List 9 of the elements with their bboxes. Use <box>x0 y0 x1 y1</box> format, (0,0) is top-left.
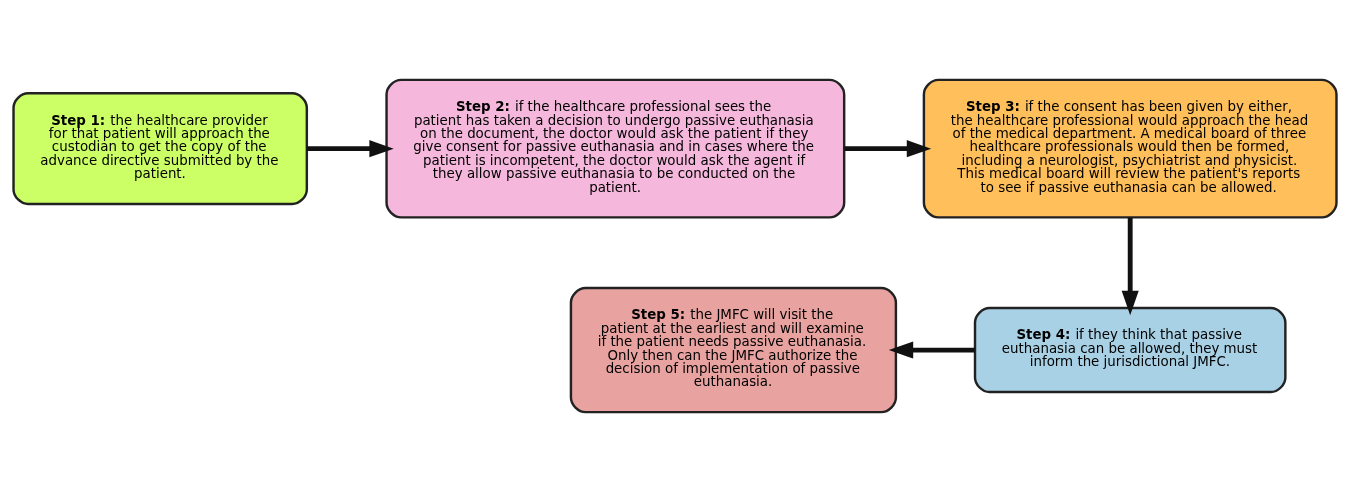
node-box: Step 2: if the healthcare professional sees the patient has taken a decision to undergo passive euthanasia on the document, the doctor would ask the patient if they give consent for passive euthanasia and in cases where the patient is incompetent, the doctor would ask the agent if they allow passive euthanasia to be conducted on the patient. <box>385 78 846 219</box>
arrow <box>888 341 975 359</box>
arrow <box>306 139 394 157</box>
node-box: Step 5: the JMFC will visit the patient at the earliest and will examine if the patient needs passive euthanasia. Only then can the JMFC authorize the decision of implementation of passive euthanasia. <box>569 286 898 413</box>
node-box: Step 1: the healthcare provider for that patient will approach the custodian to get the copy of the advance directive submitted by the patient. <box>12 91 309 205</box>
node-box: Step 3: if the consent has been given by either, the healthcare professional would approach the head of the medical department. A medical board of three healthcare professionals would then be formed, including a neurologist, psychiatrist and physicist. This medical board will review the patient's reports to see if passive euthanasia can be allowed. <box>922 78 1338 219</box>
node-box: Step 4: if they think that passive euthanasia can be allowed, they must inform the jurisdictional JMFC. <box>973 306 1287 393</box>
arrow <box>1121 217 1139 315</box>
arrow <box>844 139 932 157</box>
